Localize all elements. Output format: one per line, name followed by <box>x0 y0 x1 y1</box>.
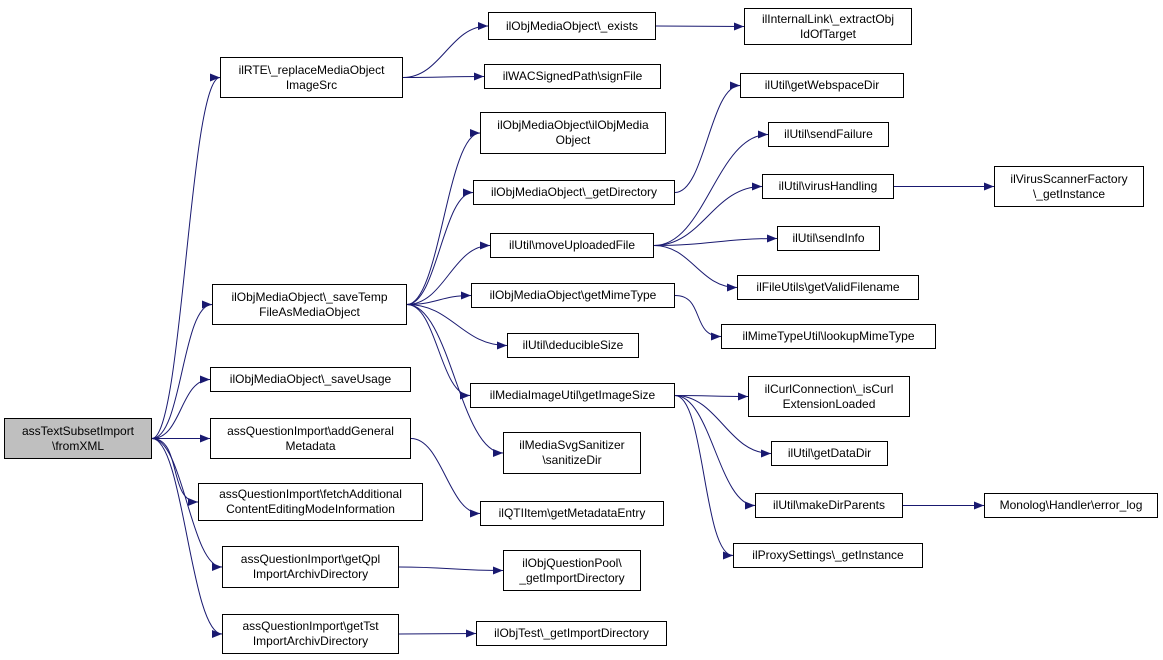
node-ilobjquestionpool-get-import-directory[interactable]: ilObjQuestionPool\ _getImportDirectory <box>503 550 641 591</box>
node-ilmimetypeutil-lookup-mime-type[interactable]: ilMimeTypeUtil\lookupMimeType <box>721 324 936 349</box>
node-ilobjmediaobject-save-temp-file-as-media-object[interactable]: ilObjMediaObject\_saveTemp FileAsMediaOb… <box>212 284 407 325</box>
node-ilobjmediaobject-get-mime-type[interactable]: ilObjMediaObject\getMimeType <box>471 283 675 308</box>
edge-n1-n2 <box>402 22 489 78</box>
edge-n9-n13 <box>653 234 778 246</box>
edge-n0-n28 <box>151 438 199 506</box>
node-ilqtiitem-get-metadata-entry[interactable]: ilQTIItem\getMetadataEntry <box>480 501 664 526</box>
node-ilutil-get-data-dir[interactable]: ilUtil\getDataDir <box>771 441 888 466</box>
node-monolog-handler-error-log[interactable]: Monolog\Handler\error_log <box>984 493 1158 518</box>
node-ilutil-virus-handling[interactable]: ilUtil\virusHandling <box>762 174 894 199</box>
node-ilobjmediaobject-constructor[interactable]: ilObjMediaObject\ilObjMedia Object <box>480 112 666 154</box>
node-ilmediasvgsanitizer-sanitize-dir[interactable]: ilMediaSvgSanitizer \sanitizeDir <box>503 432 641 474</box>
edge-n5-n7 <box>406 188 474 305</box>
edge-n9-n10 <box>653 130 769 246</box>
edge-n5-n9 <box>406 241 491 305</box>
node-ass-text-subset-import-fromxml[interactable]: assTextSubsetImport \fromXML <box>4 418 152 459</box>
node-ilproxysettings-get-instance[interactable]: ilProxySettings\_getInstance <box>733 543 923 568</box>
node-ilfileutils-get-valid-filename[interactable]: ilFileUtils\getValidFilename <box>737 275 919 300</box>
edge-n15-n16 <box>674 295 722 341</box>
node-ilmediaimageutil-get-image-size[interactable]: ilMediaImageUtil\getImageSize <box>470 383 675 408</box>
edge-n31-n32 <box>398 629 477 638</box>
edge-n0-n5 <box>151 300 213 439</box>
edge-n9-n14 <box>653 245 738 292</box>
node-ilutil-get-webspace-dir[interactable]: ilUtil\getWebspaceDir <box>740 73 904 98</box>
node-ilinternallink-extract-obj-id-of-target[interactable]: ilInternalLink\_extractObj IdOfTarget <box>744 8 912 45</box>
node-ilvirusscannerfactory-get-instance[interactable]: ilVirusScannerFactory \_getInstance <box>994 166 1144 207</box>
edge-n0-n1 <box>151 73 221 439</box>
edge-n5-n18 <box>406 304 471 400</box>
node-ilwacsignedpath-signfile[interactable]: ilWACSignedPath\signFile <box>484 64 661 89</box>
node-ilutil-move-uploaded-file[interactable]: ilUtil\moveUploadedFile <box>490 233 654 258</box>
node-ilobjmediaobject-exists[interactable]: ilObjMediaObject\_exists <box>488 12 656 40</box>
node-ilcurlconnection-is-curl-extension-loaded[interactable]: ilCurlConnection\_isCurl ExtensionLoaded <box>748 376 910 417</box>
node-ilobjmediaobject-get-directory[interactable]: ilObjMediaObject\_getDirectory <box>473 180 675 205</box>
edge-n18-n19 <box>674 392 749 401</box>
edge-n7-n8 <box>674 81 741 193</box>
node-assquestionimport-get-qpl-import-archiv-directory[interactable]: assQuestionImport\getQpl ImportArchivDir… <box>222 546 399 588</box>
edge-n0-n25 <box>151 375 211 439</box>
edge-n18-n20 <box>674 395 772 458</box>
edge-n5-n15 <box>406 291 472 305</box>
edge-n18-n21 <box>674 395 756 510</box>
edge-n29-n30 <box>398 566 504 575</box>
edge-n2-n3 <box>655 22 745 31</box>
edge-n26-n27 <box>410 438 481 518</box>
edge-n5-n24 <box>406 304 504 457</box>
edge-n0-n29 <box>151 438 223 571</box>
node-ilobjmediaobject-save-usage[interactable]: ilObjMediaObject\_saveUsage <box>210 367 411 392</box>
node-ilrte-replace-media-object-image-src[interactable]: ilRTE\_replaceMediaObject ImageSrc <box>220 57 403 98</box>
edge-n5-n6 <box>406 129 481 305</box>
edge-layer <box>151 22 994 638</box>
edge-n0-n31 <box>151 438 223 638</box>
node-assquestionimport-fetch-additional-content-editing-mode-information[interactable]: assQuestionImport\fetchAdditional Conten… <box>198 483 423 521</box>
node-ilutil-make-dir-parents[interactable]: ilUtil\makeDirParents <box>755 493 903 518</box>
edge-n5-n17 <box>406 304 508 350</box>
node-ilutil-send-info[interactable]: ilUtil\sendInfo <box>777 226 880 251</box>
node-ilobjtest-get-import-directory[interactable]: ilObjTest\_getImportDirectory <box>476 621 667 646</box>
node-assquestionimport-get-tst-import-archiv-directory[interactable]: assQuestionImport\getTst ImportArchivDir… <box>222 614 399 654</box>
node-ilutil-deducible-size[interactable]: ilUtil\deducibleSize <box>507 333 639 358</box>
edge-n9-n11 <box>653 182 763 246</box>
edge-n18-n23 <box>674 395 734 560</box>
edge-n1-n4 <box>402 72 485 81</box>
node-assquestionimport-add-general-metadata[interactable]: assQuestionImport\addGeneral Metadata <box>210 418 411 459</box>
node-ilutil-send-failure[interactable]: ilUtil\sendFailure <box>768 122 889 147</box>
